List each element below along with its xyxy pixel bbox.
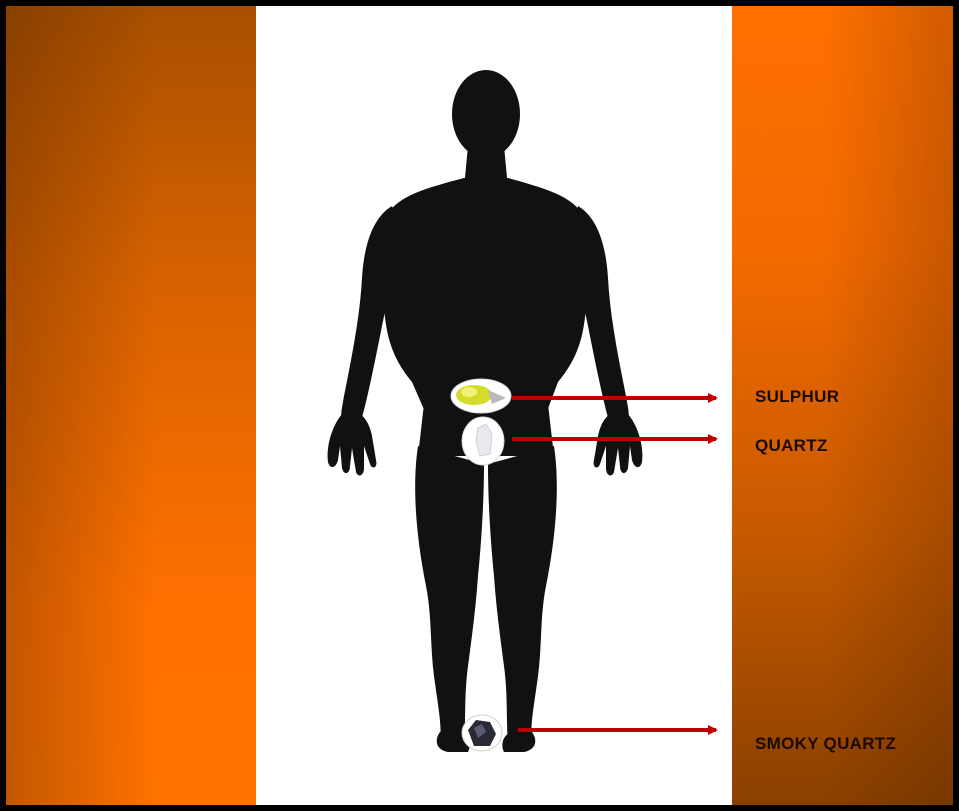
sulphur-stone-icon	[451, 379, 511, 413]
quartz-label: QUARTZ	[755, 436, 828, 456]
sulphur-label: SULPHUR	[755, 387, 839, 407]
quartz-stone-icon	[462, 417, 504, 465]
smoky-quartz-stone-icon	[462, 715, 502, 751]
smoky-quartz-label: SMOKY QUARTZ	[755, 734, 896, 754]
